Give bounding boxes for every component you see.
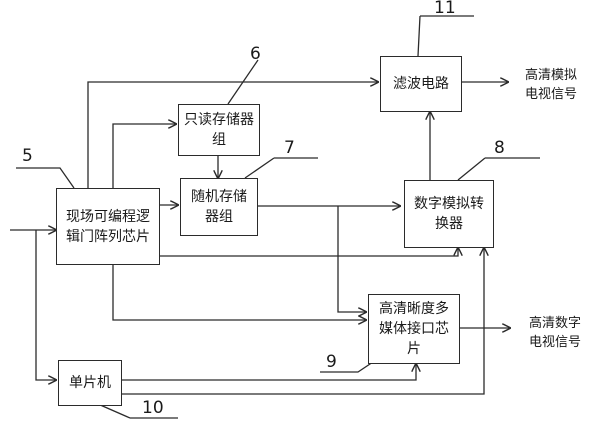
input-to-mcu-line <box>35 230 56 380</box>
digital-output-label: 高清数字 电视信号 <box>516 314 594 352</box>
leader-11 <box>417 15 474 57</box>
dac-label: 数字模拟转换器 <box>414 196 484 232</box>
mcu-to-dac-line <box>122 248 484 395</box>
leader-5 <box>16 167 75 189</box>
hdmi-label: 高清晰度多媒体接口芯片 <box>379 301 449 357</box>
filter-block: 滤波电路 <box>380 56 462 112</box>
ref-number-10: 10 <box>142 398 164 418</box>
ram-block: 随机存储器组 <box>180 178 258 236</box>
mcu-to-hdmi-line <box>122 364 416 381</box>
leader-6 <box>227 59 259 105</box>
fpga-to-rom-line <box>112 124 176 188</box>
ref-number-8: 8 <box>494 138 505 158</box>
filter-label: 滤波电路 <box>393 76 449 92</box>
analog-output-line1: 高清模拟 <box>524 68 577 83</box>
fpga-label: 现场可编程逻辑门阵列芯片 <box>66 208 150 245</box>
rom-label: 只读存储器组 <box>184 112 254 148</box>
analog-output-label: 高清模拟 电视信号 <box>514 66 588 104</box>
mcu-label: 单片机 <box>69 375 111 391</box>
ref-number-5: 5 <box>22 146 33 166</box>
fpga-to-dac-line <box>160 248 458 257</box>
ram-to-hdmi-line <box>337 206 366 312</box>
mcu-block: 单片机 <box>58 360 122 406</box>
fpga-to-hdmi-line <box>112 265 366 320</box>
ref-number-6: 6 <box>250 44 261 64</box>
leader-10 <box>97 403 178 419</box>
ref-number-9: 9 <box>326 352 337 372</box>
leader-9 <box>320 359 377 373</box>
analog-output-line2: 电视信号 <box>524 87 577 102</box>
fpga-block: 现场可编程逻辑门阵列芯片 <box>56 188 160 265</box>
fpga-to-filter-line <box>87 82 378 188</box>
leader-7 <box>244 157 318 179</box>
ref-number-7: 7 <box>284 138 295 158</box>
ref-number-11: 11 <box>434 0 456 18</box>
dac-block: 数字模拟转换器 <box>404 180 494 248</box>
digital-output-line1: 高清数字 <box>528 316 581 331</box>
digital-output-line2: 电视信号 <box>528 335 581 350</box>
leader-8 <box>457 157 540 181</box>
ram-label: 随机存储器组 <box>191 189 247 225</box>
rom-block: 只读存储器组 <box>178 104 260 156</box>
hdmi-block: 高清晰度多媒体接口芯片 <box>368 294 460 364</box>
